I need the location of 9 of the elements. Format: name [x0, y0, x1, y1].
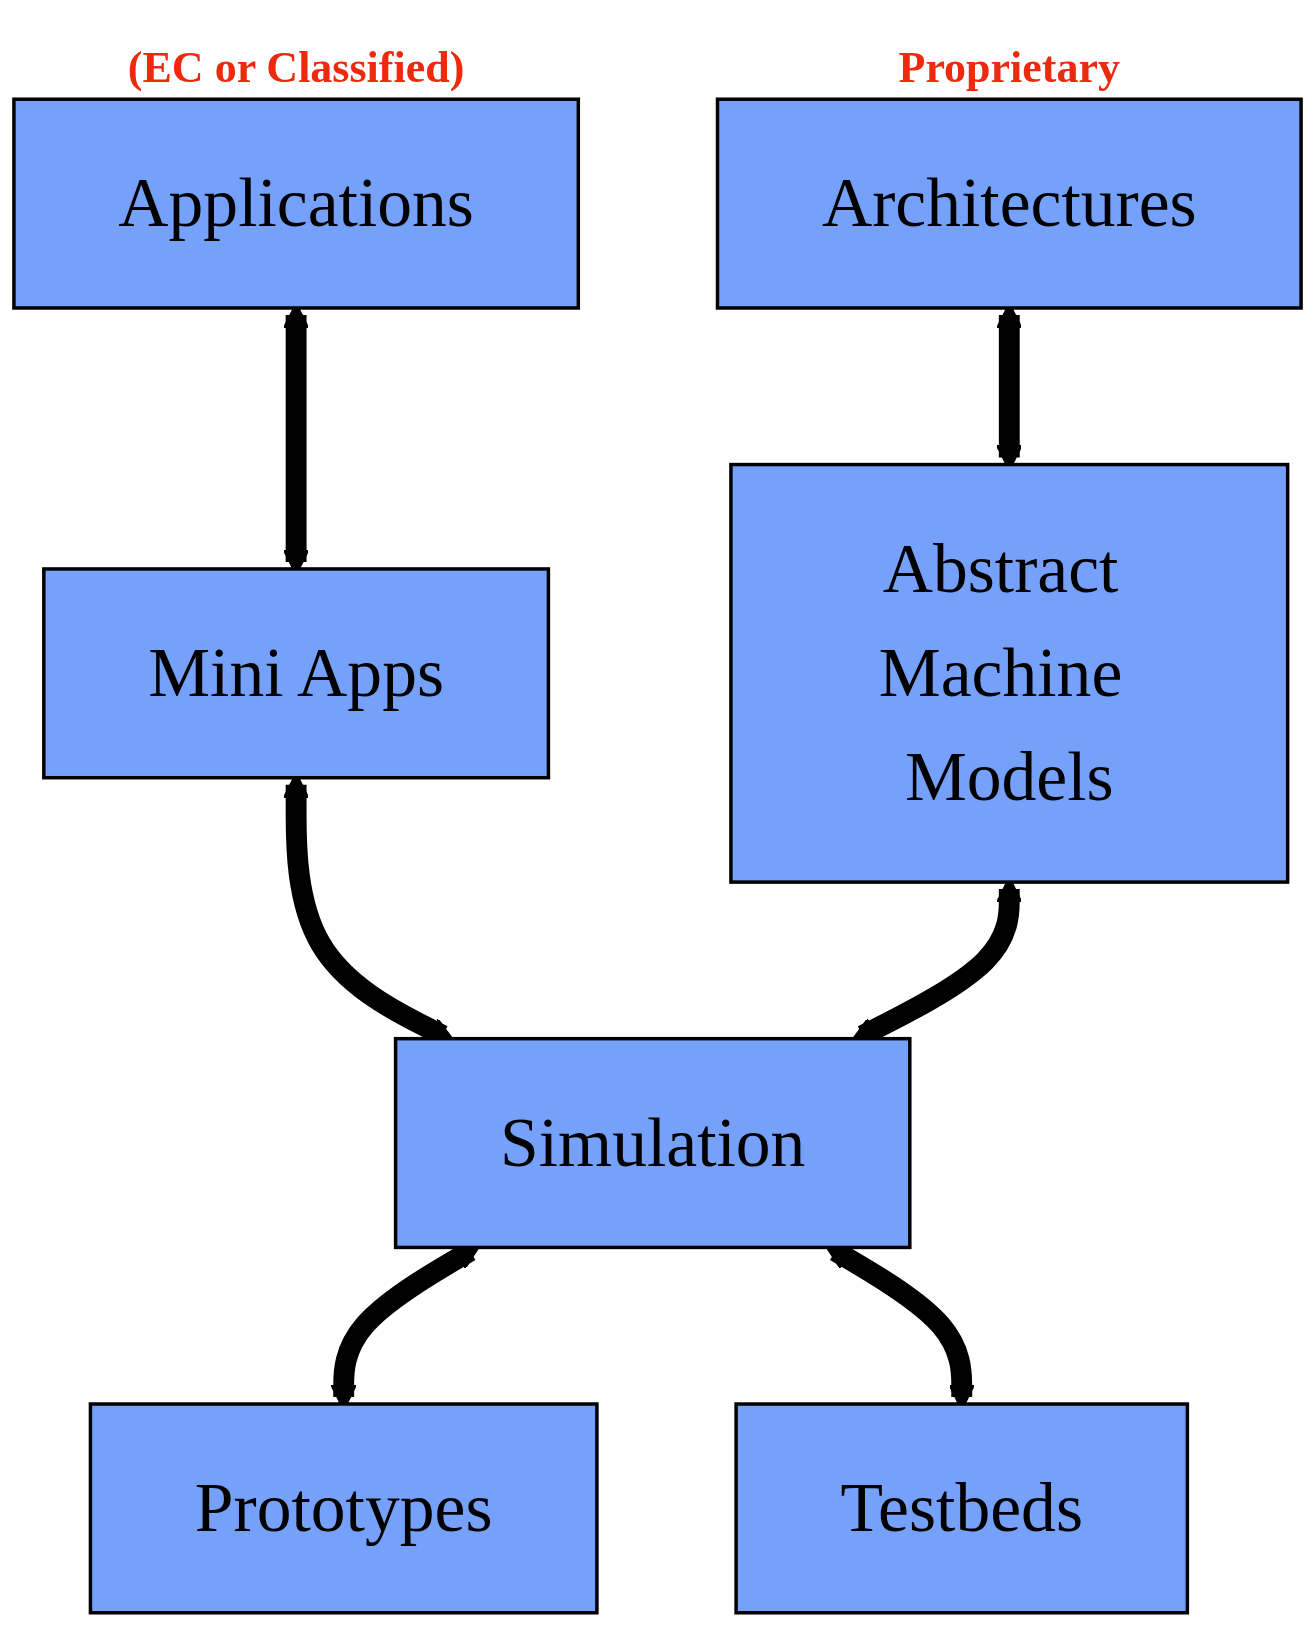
annotation-text: (EC or Classified) [127, 42, 465, 94]
node-box: Simulation [393, 1036, 912, 1250]
node-box: Testbeds [734, 1402, 1190, 1615]
node-box: Applications [12, 97, 581, 310]
node-box: Abstract Machine Models [729, 462, 1290, 884]
node-box: Mini Apps [42, 567, 551, 780]
annotation-text: Proprietary [898, 42, 1121, 94]
node-box: Prototypes [88, 1402, 599, 1615]
node-box: Architectures [715, 97, 1303, 310]
